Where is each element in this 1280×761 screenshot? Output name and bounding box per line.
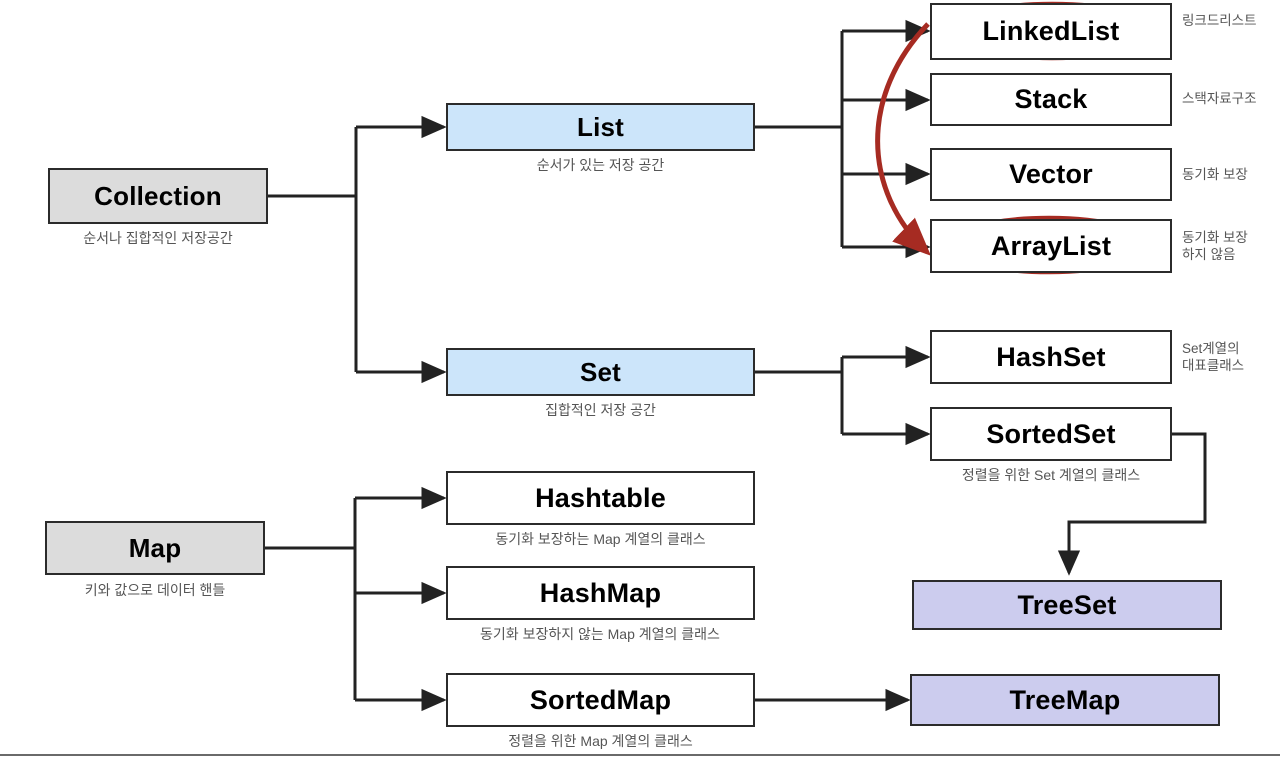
caption-sortedmap: 정렬을 위한 Map 계열의 클래스 (508, 733, 693, 749)
note-linkedlist: 링크드리스트 (1182, 13, 1257, 28)
caption-hashmap: 동기화 보장하지 않는 Map 계열의 클래스 (480, 626, 720, 642)
node-hashtable-label: Hashtable (535, 482, 666, 513)
node-treemap[interactable]: TreeMap (910, 674, 1220, 726)
node-sortedset[interactable]: SortedSet (930, 407, 1172, 461)
node-treeset[interactable]: TreeSet (912, 580, 1222, 630)
node-map[interactable]: Map (45, 521, 265, 575)
bottom-divider (0, 754, 1280, 756)
node-linkedlist[interactable]: LinkedList (930, 3, 1172, 60)
node-list-label: List (576, 112, 625, 142)
caption-map: 키와 값으로 데이터 핸들 (84, 582, 226, 598)
caption-list: 순서가 있는 저장 공간 (536, 157, 665, 173)
node-hashmap-label: HashMap (539, 577, 662, 608)
note-hashset: Set계열의 대표클래스 (1182, 341, 1245, 374)
node-arraylist[interactable]: ArrayList (930, 219, 1172, 273)
node-collection-label: Collection (94, 181, 222, 211)
node-hashset[interactable]: HashSet (930, 330, 1172, 384)
node-hashtable[interactable]: Hashtable (446, 471, 755, 525)
caption-sortedset: 정렬을 위한 Set 계열의 클래스 (961, 467, 1141, 483)
node-sortedmap[interactable]: SortedMap (446, 673, 755, 727)
node-set-label: Set (579, 357, 622, 387)
node-linkedlist-label: LinkedList (982, 16, 1120, 46)
node-sortedmap-label: SortedMap (529, 684, 672, 715)
node-map-label: Map (128, 533, 182, 563)
node-sortedset-label: SortedSet (986, 418, 1116, 449)
node-collection[interactable]: Collection (48, 168, 268, 224)
node-vector[interactable]: Vector (930, 148, 1172, 201)
node-vector-label: Vector (1009, 159, 1093, 189)
note-arraylist: 동기화 보장 하지 않음 (1182, 230, 1248, 263)
note-stack: 스택자료구조 (1182, 91, 1257, 106)
node-treeset-label: TreeSet (1017, 589, 1117, 620)
node-hashset-label: HashSet (996, 341, 1106, 372)
node-treemap-label: TreeMap (1009, 684, 1121, 715)
node-stack-label: Stack (1014, 84, 1088, 114)
node-hashmap[interactable]: HashMap (446, 566, 755, 620)
caption-hashtable: 동기화 보장하는 Map 계열의 클래스 (495, 531, 706, 547)
node-stack[interactable]: Stack (930, 73, 1172, 126)
node-list[interactable]: List (446, 103, 755, 151)
node-set[interactable]: Set (446, 348, 755, 396)
highlight-curved-arrow (875, 22, 931, 256)
caption-collection: 순서나 집합적인 저장공간 (83, 230, 233, 246)
node-arraylist-label: ArrayList (990, 230, 1112, 261)
note-vector: 동기화 보장 (1182, 167, 1248, 182)
caption-set: 집합적인 저장 공간 (545, 402, 656, 418)
